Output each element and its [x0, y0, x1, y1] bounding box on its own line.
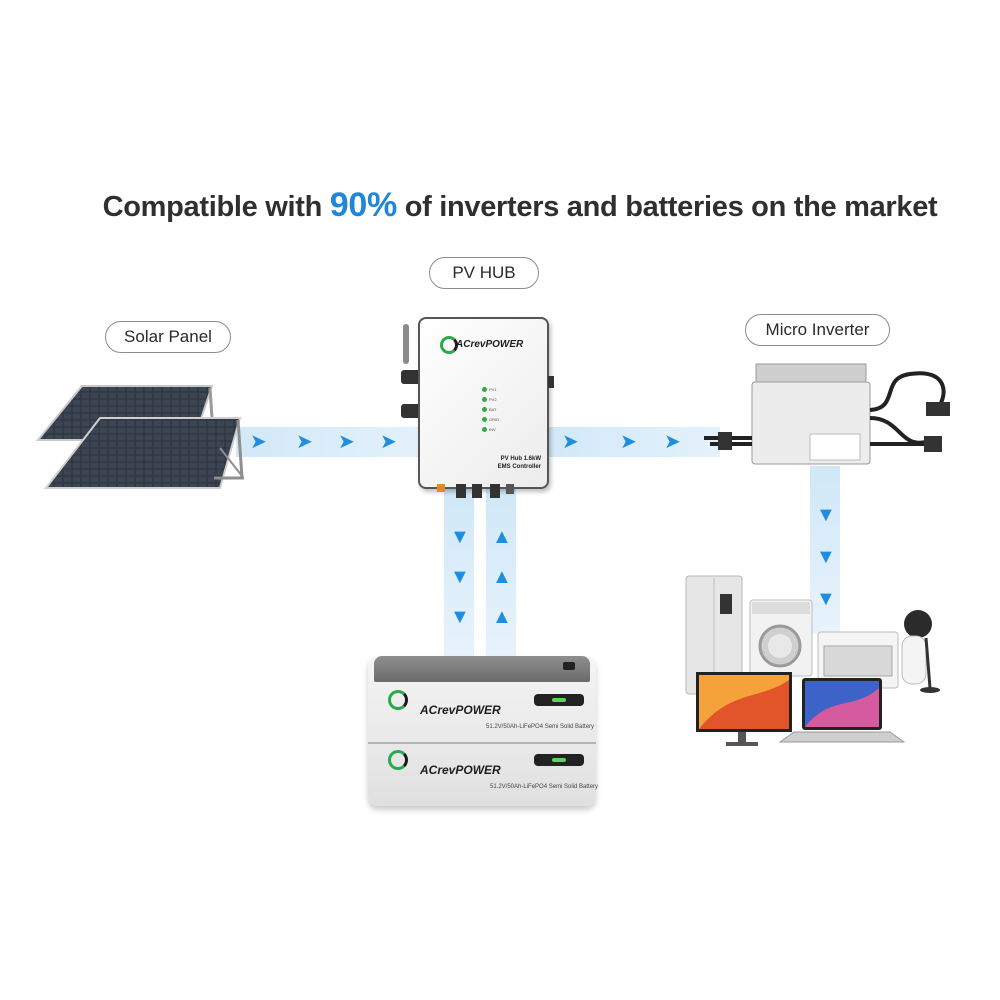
pv-hub-label: PV HUB	[429, 257, 539, 289]
arrow-up-icon: ▲	[492, 526, 512, 548]
port-icon	[506, 484, 514, 494]
brand-logo-icon	[440, 336, 458, 354]
connector-icon	[401, 404, 421, 418]
micro-inverter-image	[704, 363, 950, 465]
arrow-right-icon: ➤	[338, 431, 355, 453]
arrow-down-icon: ▼	[450, 526, 470, 548]
battery-cap	[374, 656, 590, 682]
solar-panel-label: Solar Panel	[105, 321, 231, 353]
brand-logo-icon	[388, 690, 408, 710]
arrow-down-icon: ▼	[816, 546, 836, 568]
flow-band-inverter-to-appliances	[810, 466, 840, 634]
arrow-down-icon: ▼	[450, 606, 470, 628]
headline-highlight: 90%	[329, 186, 397, 224]
headline: Compatible with 90% of inverters and bat…	[0, 186, 1000, 225]
arrow-right-icon: ➤	[380, 431, 397, 453]
hub-indicator-panel: PV1 PV2 BAT GRID INV	[482, 387, 499, 439]
hub-model: PV Hub 1.6kW	[500, 456, 541, 462]
battery-brand-bottom: ACrevPOWER	[420, 763, 501, 777]
battery-spec-top: 51.2V/50Ah-LiFePO4 Semi Solid Battery	[486, 724, 595, 730]
brand-logo-icon	[388, 750, 408, 770]
arrow-right-icon: ➤	[620, 431, 637, 453]
battery-display	[534, 754, 584, 766]
battery-brand-top: ACrevPOWER	[420, 703, 501, 717]
flow-band-hub-to-inverter	[545, 427, 720, 457]
battery-display	[534, 694, 584, 706]
antenna-icon	[403, 324, 409, 364]
port-icon	[490, 484, 500, 498]
arrow-up-icon: ▲	[492, 606, 512, 628]
arrow-right-icon: ➤	[250, 431, 267, 453]
headline-post: of inverters and batteries on the market	[396, 191, 938, 223]
solar-panel-image	[36, 385, 244, 489]
flow-band-panel-to-hub	[236, 427, 426, 457]
arrow-right-icon: ➤	[296, 431, 313, 453]
battery-spec-bottom: 51.2V/50Ah-LiFePO4 Semi Solid Battery	[490, 784, 599, 790]
flow-band-battery-to-hub	[486, 488, 516, 660]
hub-subtitle: EMS Controller	[497, 464, 541, 470]
hub-brand: ACrevPOWER	[456, 339, 524, 350]
arrow-right-icon: ➤	[562, 431, 579, 453]
arrow-down-icon: ▼	[816, 588, 836, 610]
side-port-icon	[548, 376, 554, 388]
flow-band-hub-to-battery	[444, 488, 474, 660]
arrow-up-icon: ▲	[492, 566, 512, 588]
arrow-right-icon: ➤	[664, 431, 681, 453]
battery-handle-icon	[563, 662, 575, 670]
headline-pre: Compatible with	[102, 191, 330, 223]
pv-hub-device: ACrevPOWER PV1 PV2 BAT GRID INV PV Hub 1…	[418, 317, 549, 489]
port-icon	[437, 484, 445, 492]
arrow-down-icon: ▼	[816, 504, 836, 526]
port-icon	[456, 484, 466, 498]
battery-divider	[368, 742, 596, 744]
micro-inverter-label: Micro Inverter	[745, 314, 890, 346]
appliances-image	[685, 575, 940, 746]
connector-icon	[401, 370, 421, 384]
arrow-down-icon: ▼	[450, 566, 470, 588]
port-icon	[472, 484, 482, 498]
